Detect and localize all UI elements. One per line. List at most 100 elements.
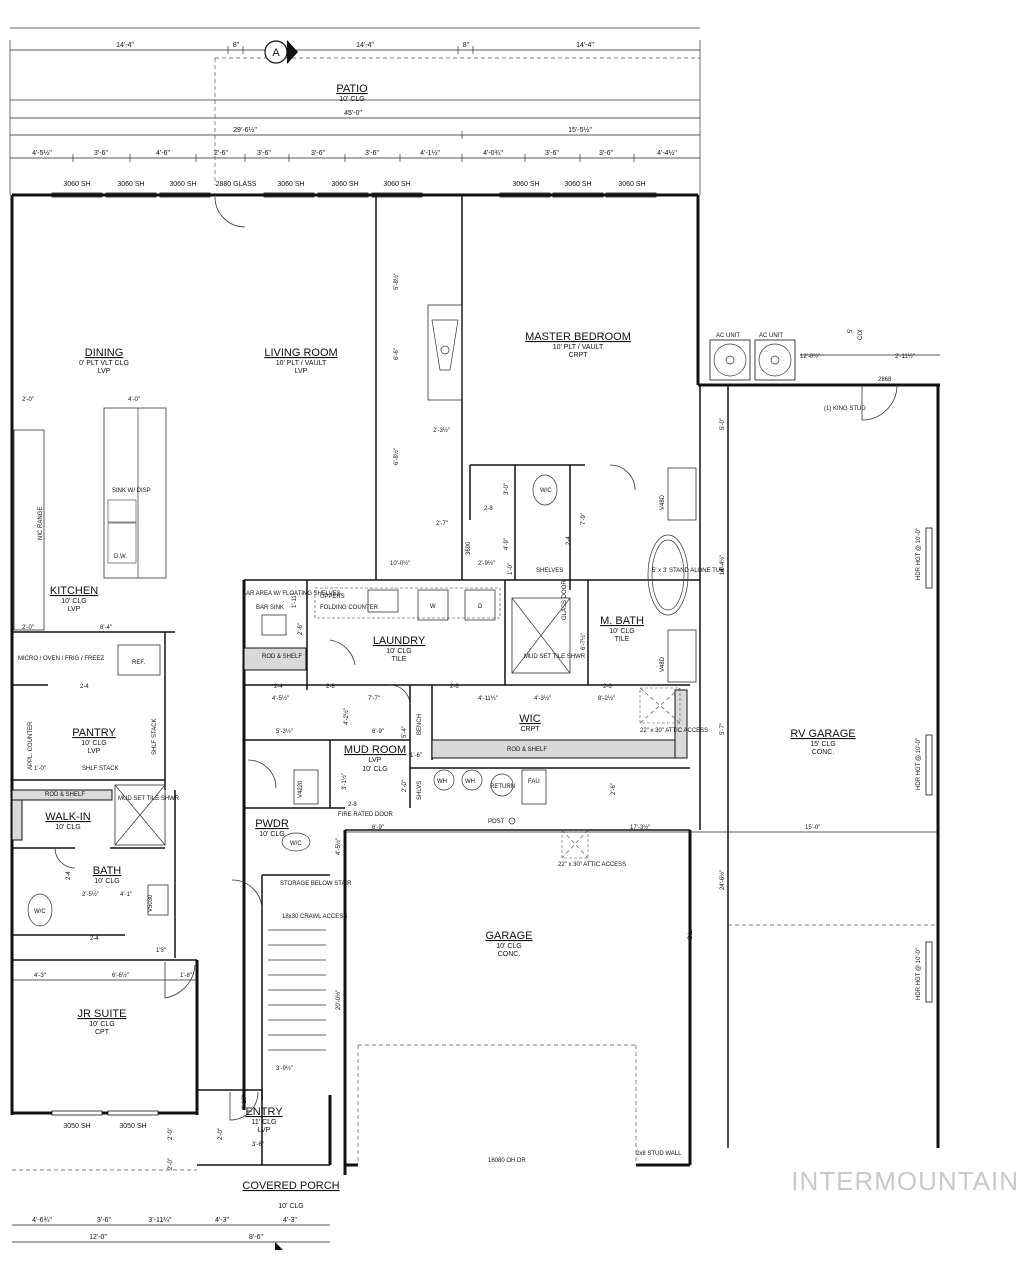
window-top-8: 3060 SH xyxy=(512,181,539,188)
porch-dims: 2'-0" 2'-0" 4'-6¾" 3'-6" 3'-11¼" 4'-3" 4… xyxy=(12,1128,330,1250)
pantry-door: 2-4 xyxy=(80,684,89,690)
master-bath-fixtures: W/C SHELVES GLASS DOOR MUD SET TILE SHWR… xyxy=(450,467,724,753)
dim-2-9: 2'-9½" xyxy=(478,560,495,567)
dim-8-2: 8'-2½" xyxy=(598,695,615,702)
dish-washer: D.W. xyxy=(114,554,127,560)
west-shower: MUD SET TILE SHWR xyxy=(118,796,180,802)
window-top-7: 3060 SH xyxy=(383,181,410,188)
porch-dim-4: 4'-3" xyxy=(215,1217,229,1224)
vanity-1: V48D xyxy=(660,494,666,510)
pwdr-title: PWDR xyxy=(255,818,289,830)
porch-dim-2: 3'-6" xyxy=(97,1217,111,1224)
dim-row3-5: 3'-6" xyxy=(257,150,271,157)
dim-2-0-porch-b: 2'-0" xyxy=(168,1158,174,1170)
dim-2-0-kitchen-b: 2'-0" xyxy=(22,625,34,631)
master-title: MASTER BEDROOM xyxy=(525,331,631,343)
mudroom-clg: 10' CLG xyxy=(362,766,387,773)
window-top-2: 3060 SH xyxy=(117,181,144,188)
dim-1-6: 1'-6" xyxy=(410,753,422,759)
rvgarage-clg: 15' CLG xyxy=(810,741,835,748)
section-marker: A xyxy=(264,40,298,64)
dryer-label: D xyxy=(478,604,483,610)
dim-2-0-kitchen: 2'-0" xyxy=(22,397,34,403)
tub-label: 5' x 3' STAND ALONE TUB xyxy=(652,568,724,574)
closet-door: 2-8 xyxy=(484,506,493,512)
jrsuite-title: JR SUITE xyxy=(78,1008,127,1020)
window-top-3: 3060 SH xyxy=(169,181,196,188)
laundry-rod-shelf: ROD & SHELF xyxy=(262,654,302,660)
dim-2-7: 2'-7" xyxy=(436,521,448,527)
hdr-3: HDR HGT @ 10'-0" xyxy=(916,948,922,1000)
dim-2-0-entry: 2'-0" xyxy=(218,1128,224,1140)
wic-floor: CRPT xyxy=(520,726,540,733)
ref-label: REF. xyxy=(132,660,145,666)
mud-mech-fixtures: BENCH SHLVS 5'-4" 1'-6" 2'-0" V4220 3'-1… xyxy=(281,714,617,852)
mbath-door: 2-4 xyxy=(566,536,572,545)
garage-fixtures: 6'-9" 17'-3½" 15'-0" 22" x 30" ATTIC ACC… xyxy=(276,728,938,1165)
garage-title: GARAGE xyxy=(485,930,532,942)
west-wing-fixtures: ROD & SHELF MUD SET TILE SHWR W/C V5030 … xyxy=(12,784,197,1130)
door-2868: 2868 xyxy=(878,377,892,383)
dim-6-6-jr: 6'-6½" xyxy=(112,972,129,979)
kitchen-floor: LVP xyxy=(68,606,81,613)
dim-top-3: 14'-4" xyxy=(356,42,374,49)
stair-entry: STORAGE BELOW STAIR 18x30 CRAWL ACCESS 4… xyxy=(218,879,352,1148)
dim-17-3: 17'-3½" xyxy=(630,824,650,831)
mudroom-floor: LVP xyxy=(369,757,382,764)
dim-5-8: 5'-8½" xyxy=(393,273,400,290)
laundry-door-b: 2-8 xyxy=(326,684,335,690)
fau-label: FAU xyxy=(528,779,540,785)
attic-access: 22" x 30" ATTIC ACCESS xyxy=(558,862,626,868)
dim-1-0-pantry: 1'-0" xyxy=(34,766,46,772)
attic-access-wic: 22" x 30" ATTIC ACCESS xyxy=(640,728,708,734)
wc-master: W/C xyxy=(540,488,552,494)
jrsuite-clg: 10' CLG xyxy=(89,1021,114,1028)
mudroom-title: MUD ROOM xyxy=(344,744,406,756)
range-label: NIC RANGE xyxy=(38,507,44,540)
dim-4-3-jr: 4'-3" xyxy=(34,973,46,979)
rvgarage-floor: CONC. xyxy=(812,749,835,756)
dim-1-11: 1'-11" xyxy=(292,593,298,608)
bar-sink: BAR SINK xyxy=(256,605,284,611)
living-floor: LVP xyxy=(295,368,308,375)
folding-counter: FOLDING COUNTER xyxy=(320,605,379,611)
entry-floor: LVP xyxy=(258,1127,271,1134)
pwdr-clg: 10' CLG xyxy=(259,831,284,838)
ac-unit-2-label: AC UNIT xyxy=(759,333,783,339)
porch-dim-1: 4'-6¾" xyxy=(32,1217,52,1224)
master-floor: CRPT xyxy=(568,352,588,359)
pantry-floor: LVP xyxy=(88,748,101,755)
dim-5-4: 5'-4" xyxy=(402,726,408,738)
dim-2-6-bar: 2'-6" xyxy=(298,623,304,635)
window-top-10: 3060 SH xyxy=(618,181,645,188)
window-top-4: 2880 GLASS xyxy=(216,181,257,188)
dim-row3-6: 3'-6" xyxy=(311,150,325,157)
dim-row3-9: 4'-0¾" xyxy=(483,150,503,157)
mbath-title: M. BATH xyxy=(600,615,644,627)
kitchen-fixtures: 4'-0" SINK W/ DISP D.W. 2'-0" NIC RANGE … xyxy=(13,397,167,772)
dim-14-4: 14'-4½" xyxy=(719,555,726,575)
dim-5-0: 5'-0" xyxy=(720,418,726,430)
bath-clg: 10' CLG xyxy=(94,878,119,885)
dim-6-8: 6'-8½" xyxy=(393,448,400,465)
dining-clg: 0' PLT VLT CLG xyxy=(79,360,129,367)
door-2-6-b: 2-6 xyxy=(603,684,612,690)
jrsuite-floor: CPT xyxy=(95,1029,110,1036)
dim-7-7: 7'-7" xyxy=(368,696,380,702)
top-dimension-lines: 14'-4" 8" 14'-4" 8" 14'-4" 45'-0" 29'-6½… xyxy=(9,27,701,195)
window-top-6: 3060 SH xyxy=(331,181,358,188)
mud-door: 2-8 xyxy=(348,802,357,808)
master-clg: 10' PLT / VAULT xyxy=(553,344,604,351)
coi-label: COI xyxy=(858,329,864,340)
dim-top-4: 8" xyxy=(463,42,470,49)
laundry-fixtures: BAR AREA W/ FLOATING SHELVES BAR SINK 1'… xyxy=(242,587,501,735)
porch-title: COVERED PORCH xyxy=(242,1180,339,1192)
dim-4-5-garage: 4'-5½" xyxy=(335,838,342,855)
dim-row3-8: 4'-1½" xyxy=(420,149,440,157)
dim-4-11: 4'-11½" xyxy=(478,695,498,702)
laundry-clg: 10' CLG xyxy=(386,648,411,655)
walkin-rod-shelf: ROD & SHELF xyxy=(45,792,85,798)
bar-area: BAR AREA W/ FLOATING SHELVES xyxy=(242,591,341,597)
dim-4-2: 4'-2½" xyxy=(343,708,350,725)
laundry-title: LAUNDRY xyxy=(373,635,426,647)
